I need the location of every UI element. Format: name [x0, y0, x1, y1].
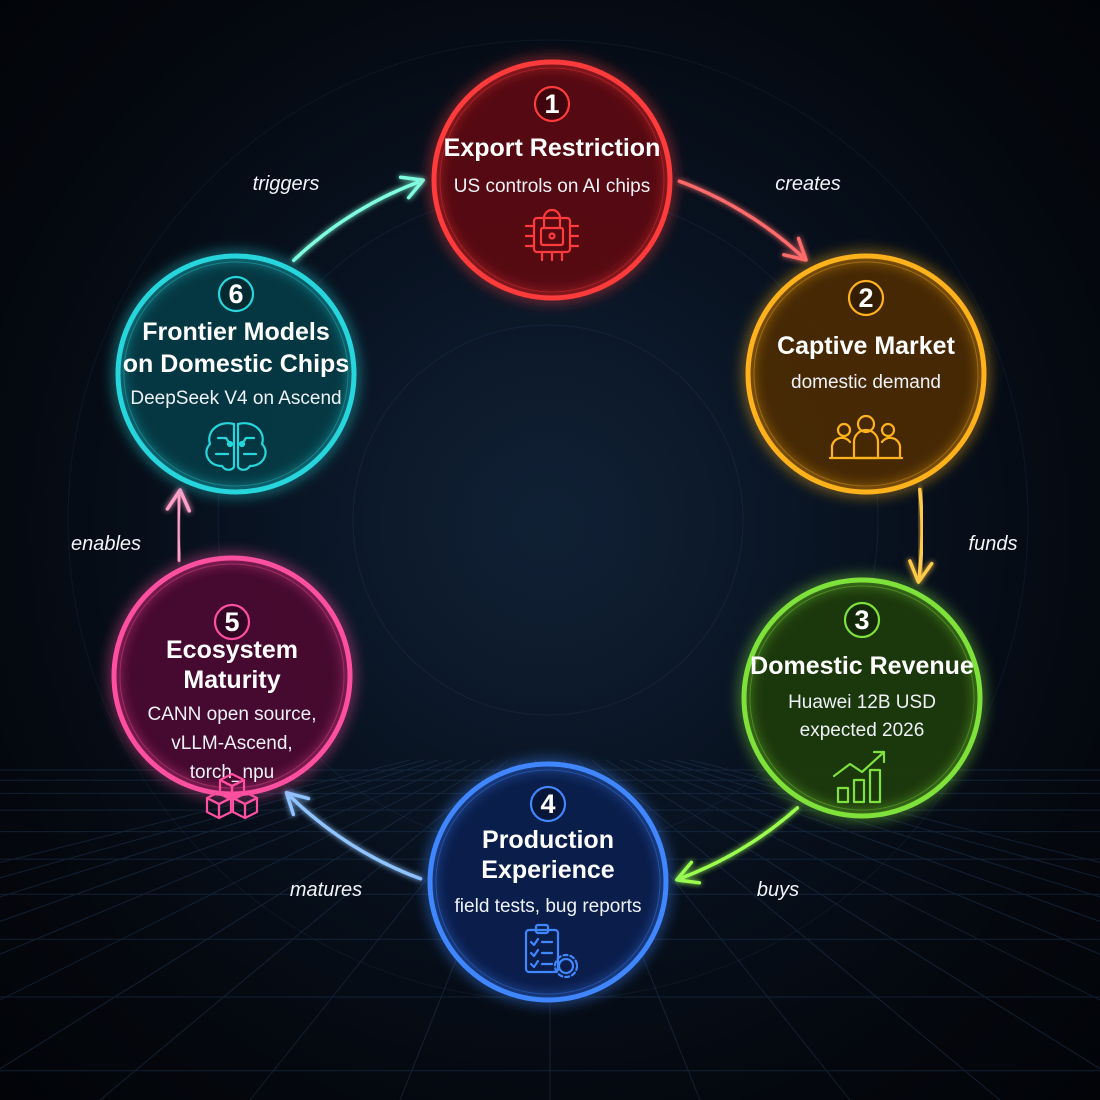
step-number-badge [529, 785, 567, 823]
node-title: Domestic Revenue [750, 652, 974, 680]
cubes-icon [205, 772, 259, 820]
chip-lock-icon [524, 208, 580, 262]
growth-chart-icon [832, 750, 886, 804]
step-number-badge [847, 279, 885, 317]
step-number-badge [843, 601, 881, 639]
node-title: on Domestic Chips [123, 350, 349, 378]
step-number-badge [533, 85, 571, 123]
node-title: Ecosystem [166, 636, 298, 664]
edge-arrow-creates [677, 179, 808, 262]
people-group-icon [828, 414, 904, 460]
node-subtitle: domestic demand [791, 372, 941, 393]
node-subtitle: expected 2026 [800, 720, 925, 741]
step-number-badge [217, 275, 255, 313]
edge-arrow-enables [165, 488, 192, 562]
node-subtitle: field tests, bug reports [455, 896, 642, 917]
edge-arrow-funds [908, 487, 934, 584]
node-subtitle: vLLM-Ascend, [171, 733, 292, 754]
node-title: Captive Market [777, 332, 956, 360]
node-subtitle: DeepSeek V4 on Ascend [130, 388, 341, 409]
clipboard-gear-icon [524, 923, 579, 979]
edge-label-matures: matures [290, 879, 362, 901]
edge-label-buys: buys [757, 879, 799, 901]
edge-arrow-buys [675, 806, 800, 885]
step-number: 2 [858, 283, 873, 313]
edge-label-creates: creates [775, 173, 841, 195]
step-number: 5 [224, 607, 239, 637]
brain-circuit-icon [205, 422, 267, 471]
step-number-badge [213, 603, 251, 641]
node-title: Maturity [183, 666, 280, 694]
edge-label-enables: enables [71, 533, 141, 555]
node-title: Export Restriction [444, 134, 661, 162]
node-title: Production [482, 826, 614, 854]
node-subtitle: Huawei 12B USD [788, 692, 936, 713]
node-subtitle: US controls on AI chips [454, 176, 650, 197]
step-number: 1 [544, 89, 559, 119]
edge-label-funds: funds [969, 533, 1018, 555]
node-subtitle: CANN open source, [148, 704, 317, 725]
step-number: 4 [540, 789, 555, 819]
edge-arrow-matures [284, 790, 423, 881]
node-title: Experience [481, 856, 615, 884]
step-number: 3 [854, 605, 869, 635]
edge-arrow-triggers [291, 175, 425, 263]
edge-label-triggers: triggers [253, 173, 320, 195]
node-title: Frontier Models [142, 318, 330, 346]
step-number: 6 [228, 279, 243, 309]
node-subtitle: torch_npu [190, 762, 275, 783]
